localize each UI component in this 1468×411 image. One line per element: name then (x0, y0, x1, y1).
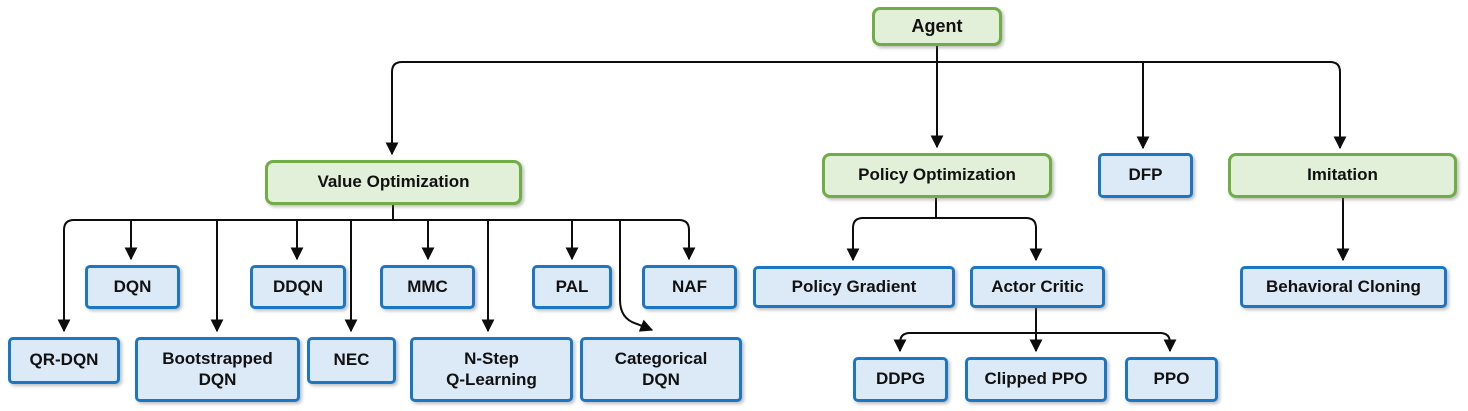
node-nec: NEC (307, 337, 396, 384)
node-ddqn: DDQN (250, 265, 346, 309)
edge-policy-optimization-bus (852, 217, 1037, 229)
node-ppo: PPO (1125, 357, 1218, 402)
node-n-step-q-learning: N-Step Q-Learning (410, 337, 573, 402)
node-behavioral-cloning: Behavioral Cloning (1240, 266, 1447, 308)
node-clipped-ppo: Clipped PPO (965, 357, 1107, 402)
node-imitation: Imitation (1228, 153, 1457, 198)
node-actor-critic: Actor Critic (970, 266, 1105, 308)
node-agent: Agent (872, 7, 1002, 46)
node-categorical-dqn: Categorical DQN (580, 337, 742, 402)
node-mmc: MMC (380, 265, 475, 309)
node-policy-gradient: Policy Gradient (753, 266, 955, 308)
node-naf: NAF (642, 265, 737, 309)
node-dqn: DQN (85, 265, 180, 309)
edge-agent-bus (391, 61, 1341, 73)
node-pal: PAL (532, 265, 612, 309)
edge-value-optimization-bus (63, 219, 690, 231)
node-bootstrapped-dqn: Bootstrapped DQN (135, 337, 300, 402)
node-dfp: DFP (1098, 153, 1193, 198)
node-ddpg: DDPG (853, 357, 948, 402)
node-policy-optimization: Policy Optimization (822, 153, 1052, 198)
node-value-optimization: Value Optimization (265, 160, 522, 205)
edge-vo-categorical-dqn (619, 220, 654, 332)
node-qr-dqn: QR-DQN (8, 337, 120, 384)
